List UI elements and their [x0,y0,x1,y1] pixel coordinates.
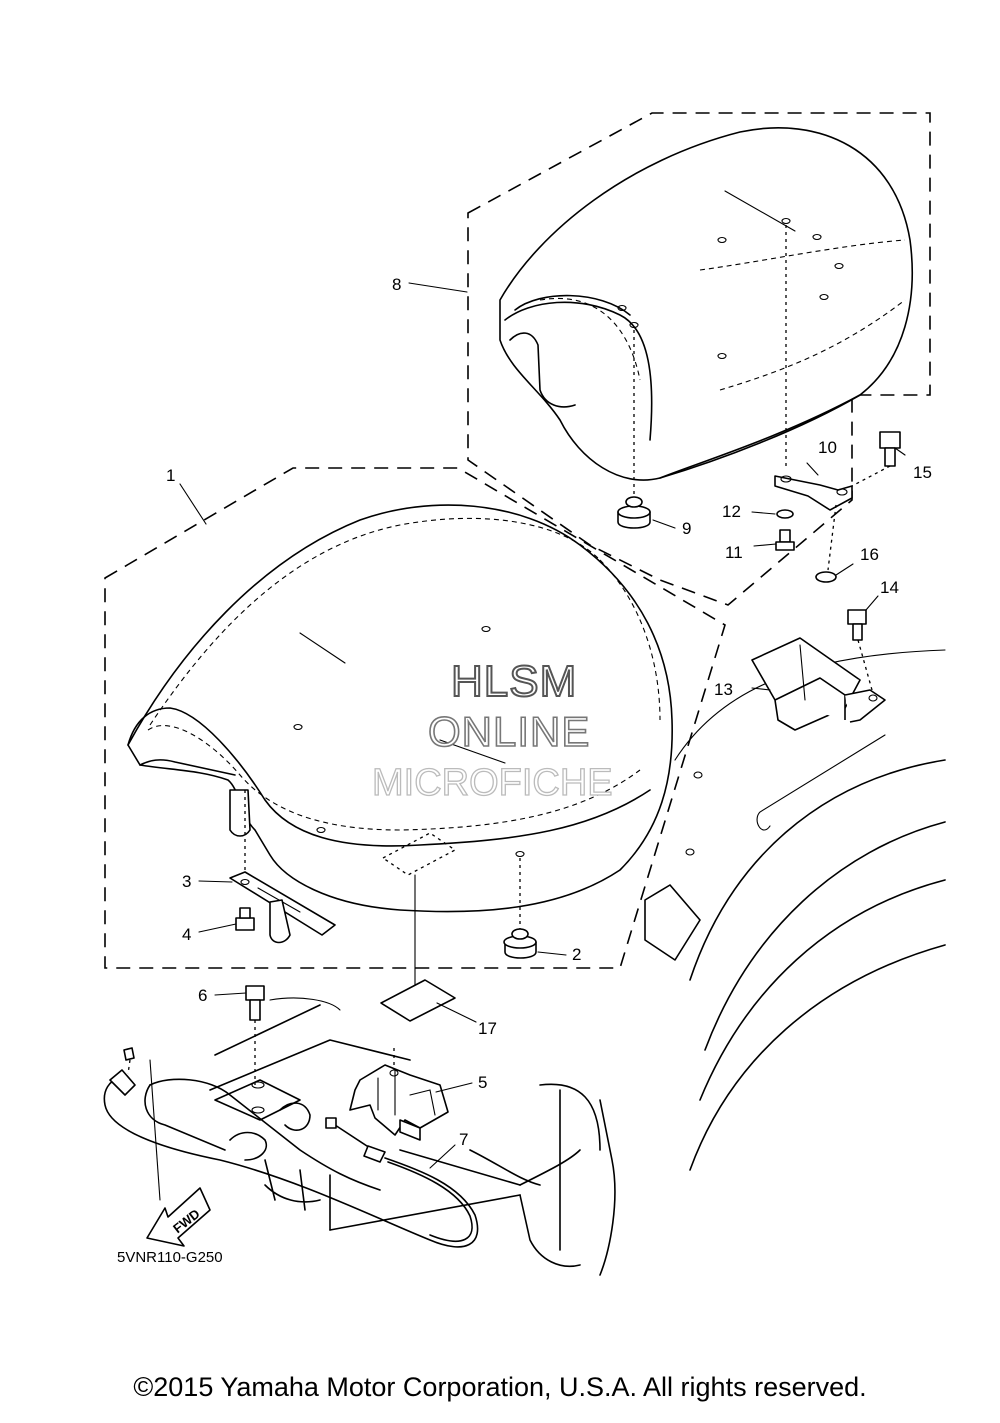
callout-13: 13 [714,680,733,699]
washer-16[interactable] [815,571,837,583]
front-seat[interactable] [127,504,673,913]
callout-1: 1 [166,466,175,485]
frame-structure [144,997,601,1267]
callout-9: 9 [682,519,691,538]
seat-plate-3[interactable] [229,871,336,944]
callout-15: 15 [913,463,932,482]
callout-3: 3 [182,872,191,891]
callout-8: 8 [392,275,401,294]
callout-2: 2 [572,945,581,964]
callout-16: 16 [860,545,879,564]
copyright-notice: ©2015 Yamaha Motor Corporation, U.S.A. A… [133,1372,867,1402]
callout-10: 10 [818,438,837,457]
seat-lock-bracket-13[interactable] [751,637,886,731]
watermark-line-1: HLSM [451,657,577,706]
callout-11: 11 [725,543,743,562]
bracket-mount-line [756,734,886,831]
bolt-4[interactable] [235,907,255,931]
seat-lock-5[interactable] [349,1064,449,1141]
forward-direction-arrow: FWD [146,1187,211,1247]
callout-17: 17 [478,1019,497,1038]
bolt-14[interactable] [847,609,867,641]
leader-lines [179,282,906,1169]
callout-4: 4 [182,925,191,944]
diagram-code: 5VNR110-G250 [117,1249,223,1266]
caution-label-17[interactable] [380,979,456,1022]
front-seat-assembly-boundary [104,467,726,969]
watermark: HLSM ONLINE MICROFICHE [371,656,613,805]
seat-bracket-10[interactable] [774,475,853,511]
bolt-6[interactable] [245,985,265,1021]
damper-9[interactable] [617,496,651,529]
rear-seat[interactable] [499,127,913,481]
seat-lock-cable-7[interactable] [103,1047,479,1248]
callout-7: 7 [459,1130,468,1149]
callout-12: 12 [722,502,741,521]
watermark-line-2: ONLINE [428,708,590,755]
rear-fender-outline [599,649,946,1276]
callout-5: 5 [478,1073,487,1092]
watermark-line-3: MICROFICHE [372,762,613,804]
washer-12[interactable] [776,509,794,519]
damper-2[interactable] [503,928,537,959]
bolt-11[interactable] [775,529,795,551]
callout-14: 14 [880,578,899,597]
rear-seat-assembly-boundary [467,112,931,606]
callout-6: 6 [198,986,207,1005]
